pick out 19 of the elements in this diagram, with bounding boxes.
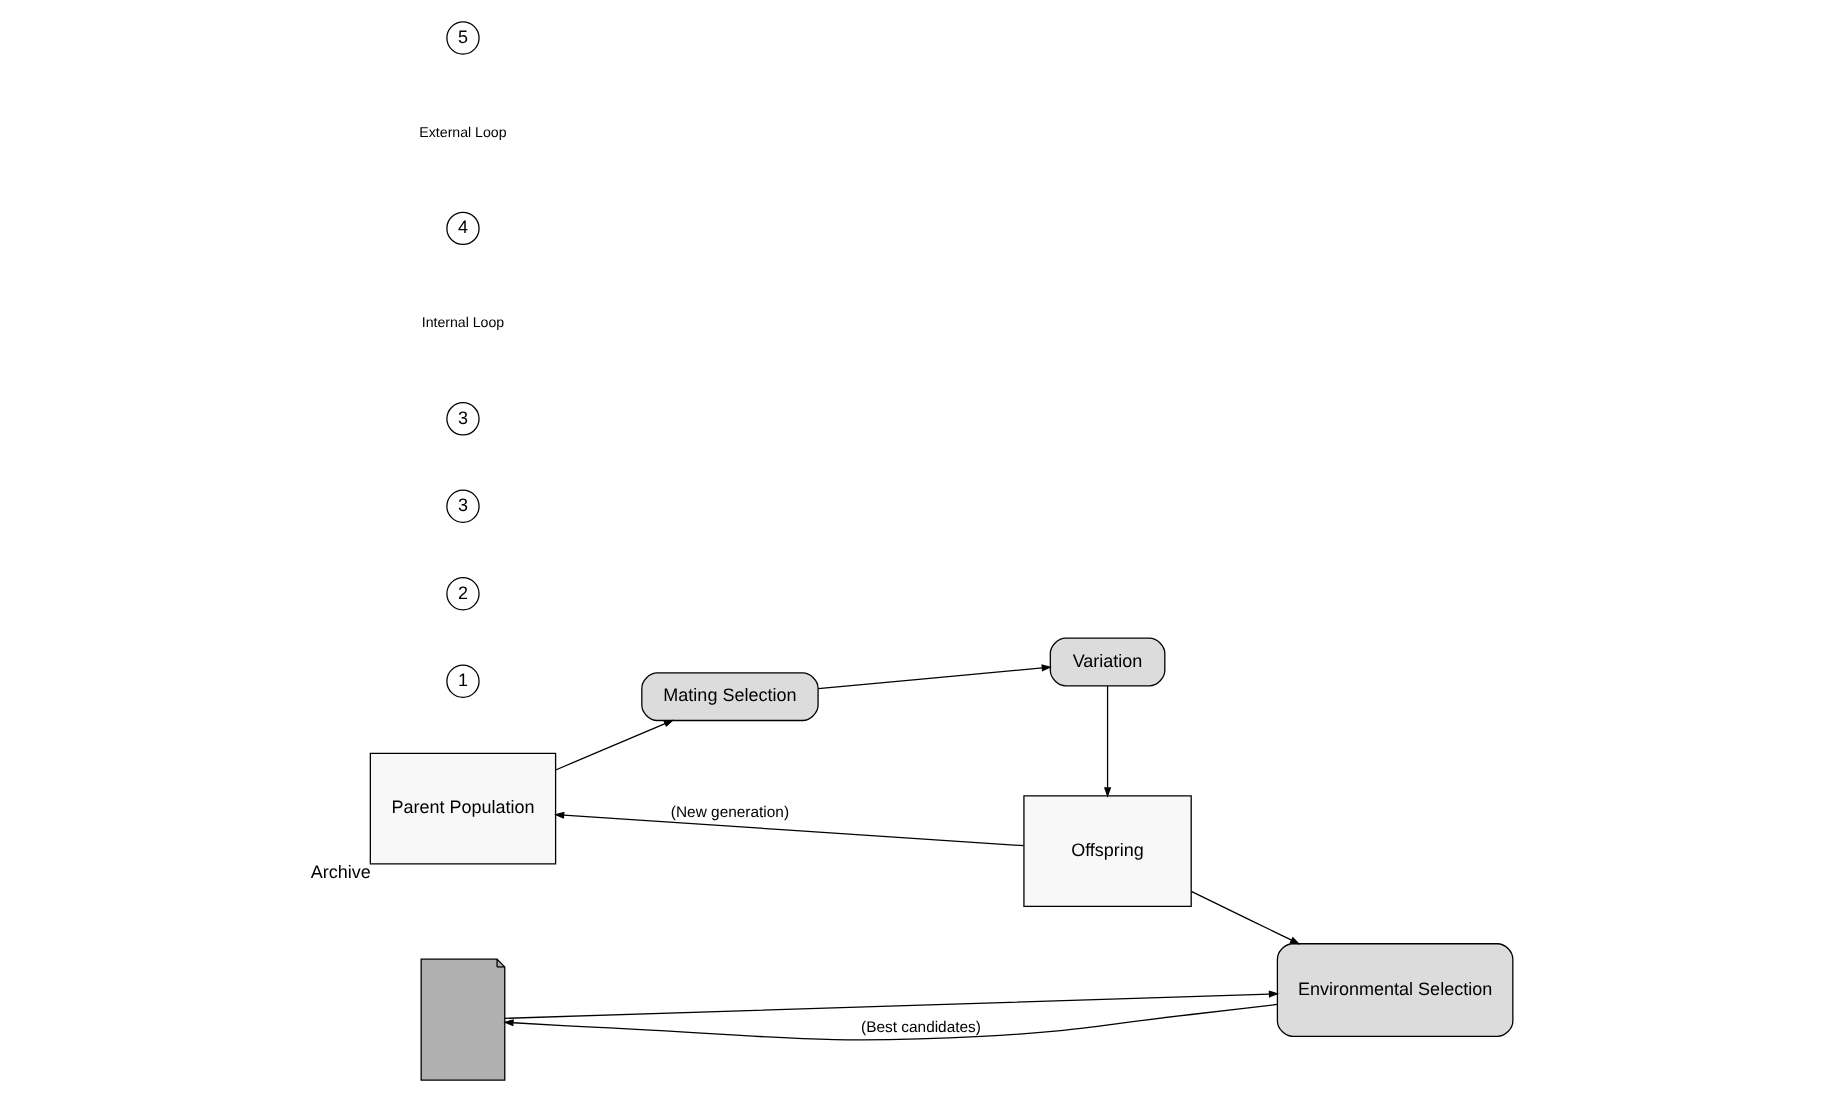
label: 4 <box>456 217 467 238</box>
arrow <box>552 811 1024 847</box>
arrow <box>553 719 674 771</box>
label: 3 <box>456 407 467 428</box>
node-box: Variation <box>1048 637 1165 687</box>
label: 5 <box>456 26 467 47</box>
arrow <box>816 664 1051 690</box>
arrow <box>502 1003 1277 1041</box>
label: 3 <box>456 495 467 516</box>
arrow <box>1102 685 1111 798</box>
node-box: Environmental Selection <box>1275 943 1513 1038</box>
arrow <box>503 990 1279 1019</box>
arrow <box>1189 890 1300 945</box>
label: 2 <box>456 582 467 603</box>
node-box: Mating Selection <box>640 672 818 722</box>
node-box: Offspring <box>1022 795 1191 908</box>
label: 1 <box>456 670 467 691</box>
node-label: Archive <box>309 862 370 883</box>
node-box: Parent Population <box>368 752 556 865</box>
